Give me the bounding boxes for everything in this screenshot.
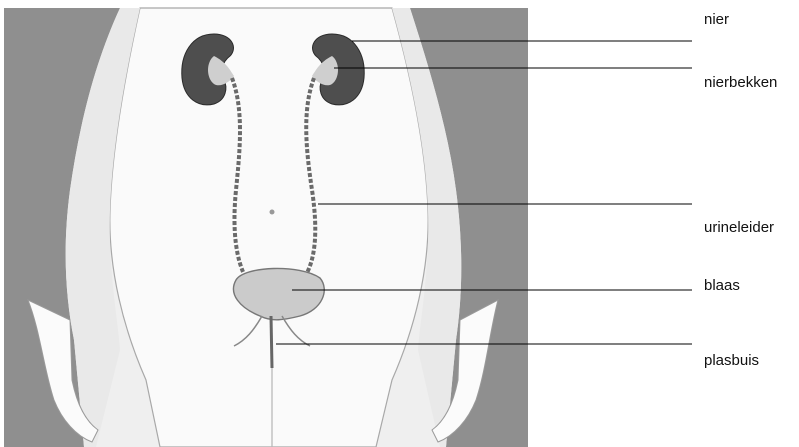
navel <box>270 210 275 215</box>
label-nierbekken: nierbekken <box>704 74 777 92</box>
label-blaas: blaas <box>704 277 740 295</box>
urethra <box>271 316 272 368</box>
torso <box>110 8 428 447</box>
label-urineleider: urineleider <box>704 219 774 237</box>
label-nier: nier <box>704 11 729 29</box>
label-plasbuis: plasbuis <box>704 352 759 370</box>
